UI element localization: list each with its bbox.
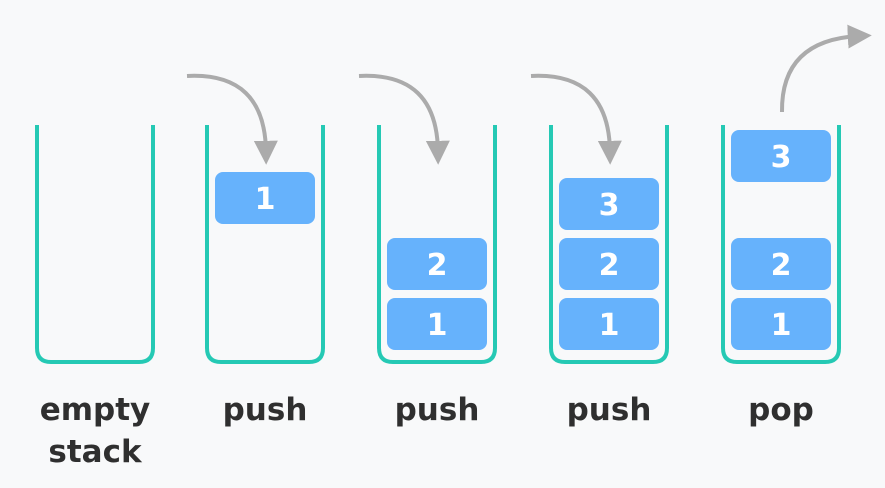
block-rect	[559, 238, 659, 290]
block-value: 2	[771, 248, 792, 283]
block-rect	[559, 178, 659, 230]
stage-label: push	[395, 392, 480, 428]
block-rect	[215, 172, 315, 224]
stages-layer: empty stack 1 push 1 2 push 1 2 3 push 1 2 3 pop	[35, 24, 872, 470]
stack-block-3: 3	[559, 178, 659, 230]
stack-container	[549, 125, 669, 364]
stack-block-2: 2	[559, 238, 659, 290]
block-rect	[731, 238, 831, 290]
stack-container	[377, 125, 497, 364]
floating-block: 3	[731, 130, 831, 182]
stage-3: 1 2 push	[358, 73, 497, 428]
push-arrow-icon	[186, 73, 278, 165]
block-value: 1	[255, 182, 276, 217]
block-value: 2	[427, 248, 448, 283]
stage-label: push	[567, 392, 652, 428]
stage-label: stack	[48, 434, 143, 470]
block-value: 2	[599, 248, 620, 283]
stack-block-2: 2	[731, 238, 831, 290]
stage-2: 1 push	[186, 73, 325, 428]
block-value: 1	[771, 308, 792, 343]
stage-label: empty	[40, 392, 151, 428]
pop-arrow-icon	[779, 24, 872, 113]
push-arrow-icon	[530, 73, 622, 165]
push-arrow-icon	[358, 73, 450, 165]
stage-label: push	[223, 392, 308, 428]
stack-block-1: 1	[387, 298, 487, 350]
stack-container	[35, 125, 155, 364]
stage-1: empty stack	[35, 125, 155, 470]
floating-block: 1	[215, 172, 315, 224]
block-value: 1	[599, 308, 620, 343]
block-rect	[731, 130, 831, 182]
block-rect	[559, 298, 659, 350]
stack-container	[721, 125, 841, 364]
stage-4: 1 2 3 push	[530, 73, 669, 428]
stage-5: 1 2 3 pop	[721, 24, 872, 428]
stack-block-1: 1	[731, 298, 831, 350]
stage-label: pop	[748, 392, 814, 428]
stack-block-1: 1	[559, 298, 659, 350]
stack-block-2: 2	[387, 238, 487, 290]
block-value: 3	[771, 140, 792, 175]
block-value: 1	[427, 308, 448, 343]
block-rect	[731, 298, 831, 350]
block-rect	[387, 238, 487, 290]
block-value: 3	[599, 188, 620, 223]
block-rect	[387, 298, 487, 350]
stack-container	[205, 125, 325, 364]
